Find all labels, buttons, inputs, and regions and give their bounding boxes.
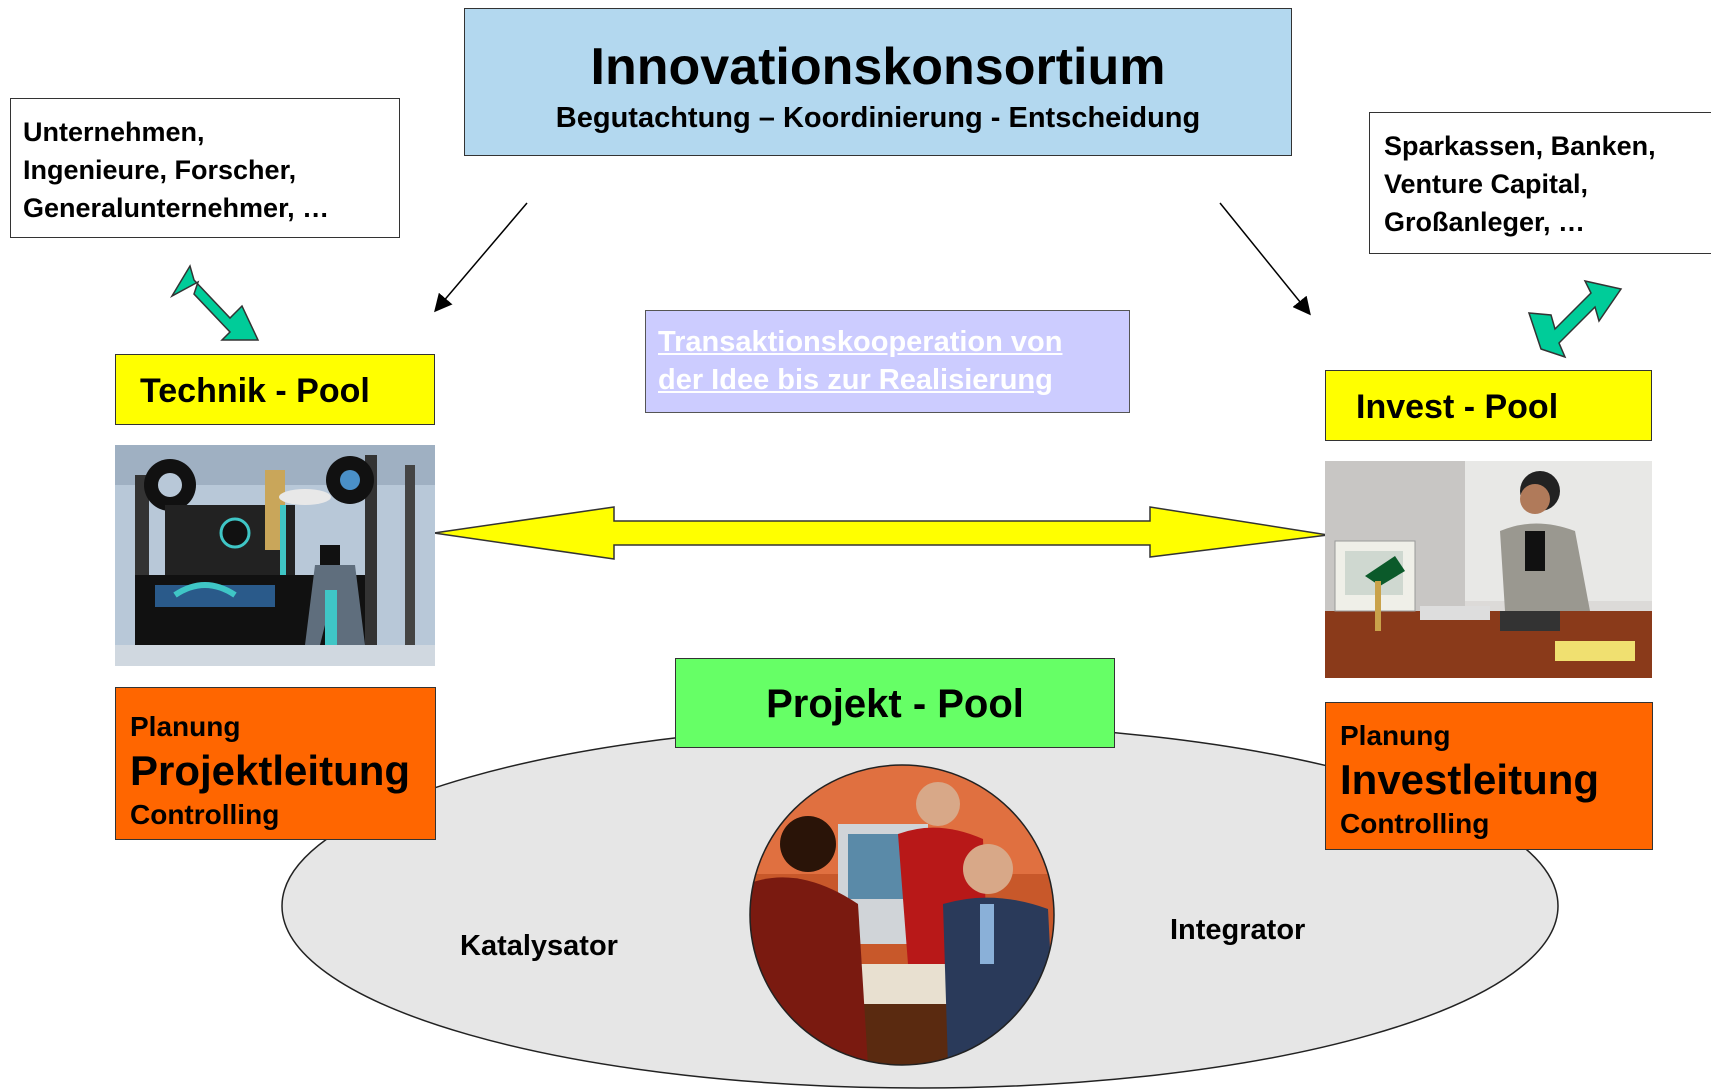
partners-line: Venture Capital, — [1384, 169, 1589, 199]
double-arrow-icon — [1527, 279, 1623, 359]
integrator-label: Integrator — [1170, 914, 1306, 946]
transaction-link-line[interactable]: Transaktionskooperation von — [658, 326, 1063, 358]
invest-partners-box: Sparkassen, Banken, Venture Capital, Gro… — [1369, 112, 1711, 254]
project-roles-box: Planung Projektleitung Controlling — [115, 687, 436, 840]
role-main: Projektleitung — [130, 747, 411, 794]
consortium-box: Innovationskonsortium Begutachtung – Koo… — [464, 8, 1292, 156]
partners-line: Ingenieure, Forscher, — [23, 155, 297, 185]
role-planning: Planung — [1340, 720, 1451, 751]
role-main: Investleitung — [1340, 756, 1600, 803]
invest-photo — [1325, 461, 1652, 678]
projekt-pool-label: Projekt - Pool — [675, 658, 1115, 748]
partners-line: Generalunternehmer, … — [23, 193, 330, 223]
double-arrow-icon — [169, 264, 260, 341]
horizontal-double-arrow-icon — [433, 506, 1329, 560]
invest-pool-label: Invest - Pool — [1325, 370, 1652, 441]
role-controlling: Controlling — [130, 799, 280, 830]
technik-partners-box: Unternehmen, Ingenieure, Forscher, Gener… — [10, 98, 400, 238]
consortium-title: Innovationskonsortium — [590, 38, 1166, 96]
team-photo — [749, 764, 1055, 1066]
partners-line: Großanleger, … — [1384, 207, 1586, 237]
role-planning: Planung — [130, 711, 241, 742]
role-controlling: Controlling — [1340, 808, 1490, 839]
transaction-link-line[interactable]: der Idee bis zur Realisierung — [658, 364, 1053, 396]
katalysator-label: Katalysator — [460, 930, 618, 962]
partners-line: Sparkassen, Banken, — [1384, 131, 1656, 161]
invest-roles-box: Planung Investleitung Controlling — [1325, 702, 1653, 850]
technik-illustration — [115, 445, 435, 666]
transaction-link[interactable]: Transaktionskooperation von der Idee bis… — [645, 310, 1130, 413]
consortium-subtitle: Begutachtung – Koordinierung - Entscheid… — [555, 102, 1201, 134]
technik-pool-label: Technik - Pool — [115, 354, 435, 425]
partners-line: Unternehmen, — [23, 117, 205, 147]
